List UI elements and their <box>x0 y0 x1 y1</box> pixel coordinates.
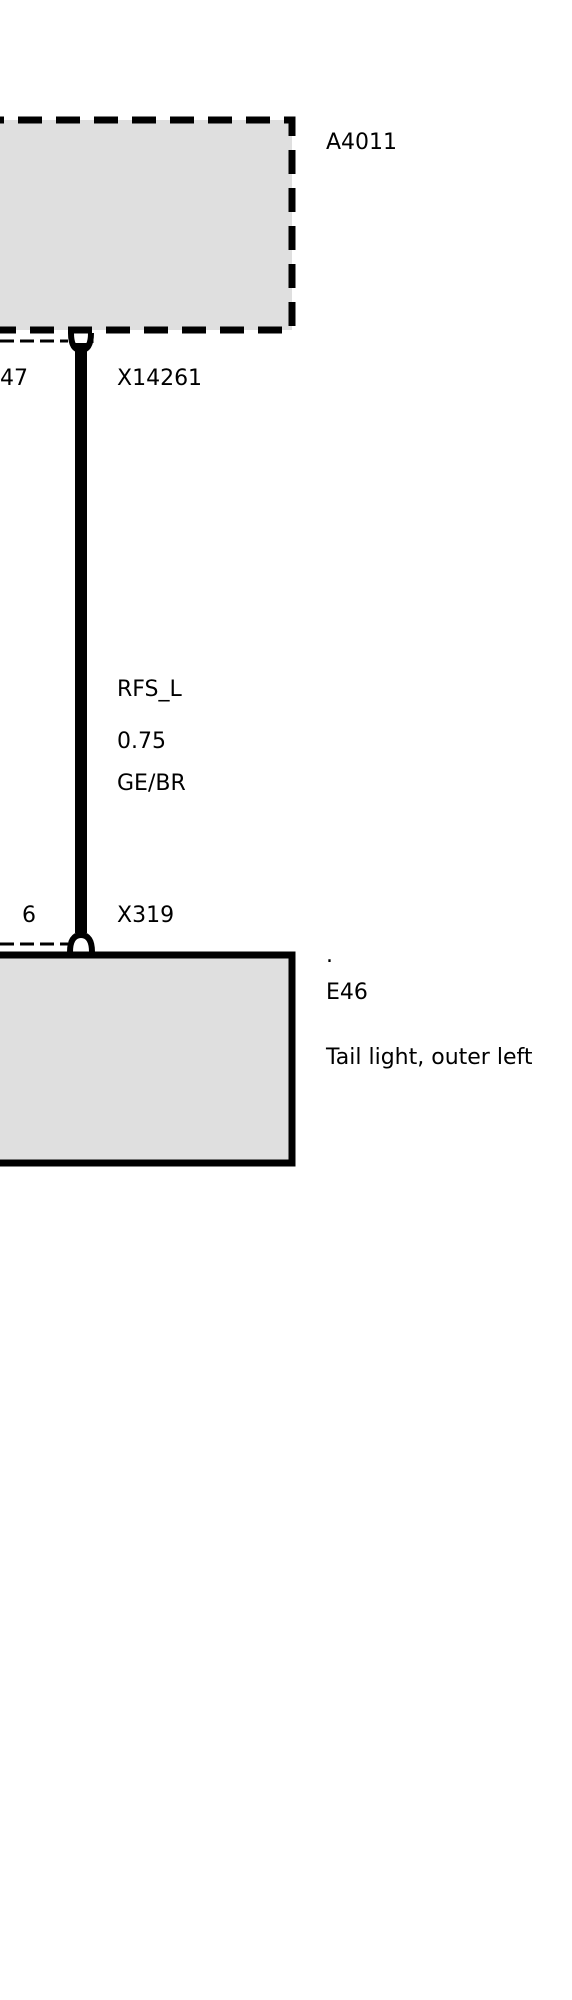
wire-signal: RFS_L <box>117 677 183 702</box>
lower-connector-id: X319 <box>117 903 174 928</box>
wire-color-code: GE/BR <box>117 771 186 796</box>
wire-cross-section: 0.75 <box>117 729 166 754</box>
upper-connector-pin: 47 <box>0 366 28 391</box>
lower-connector[interactable]: 6 X319 <box>0 903 174 953</box>
lower-component-description: Tail light, outer left <box>325 1045 533 1070</box>
lower-component-marker: . <box>326 943 333 968</box>
upper-connector[interactable]: 47 X14261 <box>0 332 202 391</box>
lower-connector-pin: 6 <box>22 903 36 928</box>
upper-component-body <box>0 116 296 334</box>
lower-component[interactable]: . E46 Tail light, outer left <box>0 943 533 1167</box>
upper-component[interactable]: A4011 <box>0 116 397 334</box>
lower-connector-pin-icon <box>67 931 95 953</box>
lower-component-id: E46 <box>326 980 368 1005</box>
upper-component-id: A4011 <box>326 130 397 155</box>
upper-connector-id: X14261 <box>117 366 202 391</box>
lower-component-body <box>0 951 296 1167</box>
wire[interactable]: RFS_L 0.75 GE/BR <box>75 343 186 933</box>
